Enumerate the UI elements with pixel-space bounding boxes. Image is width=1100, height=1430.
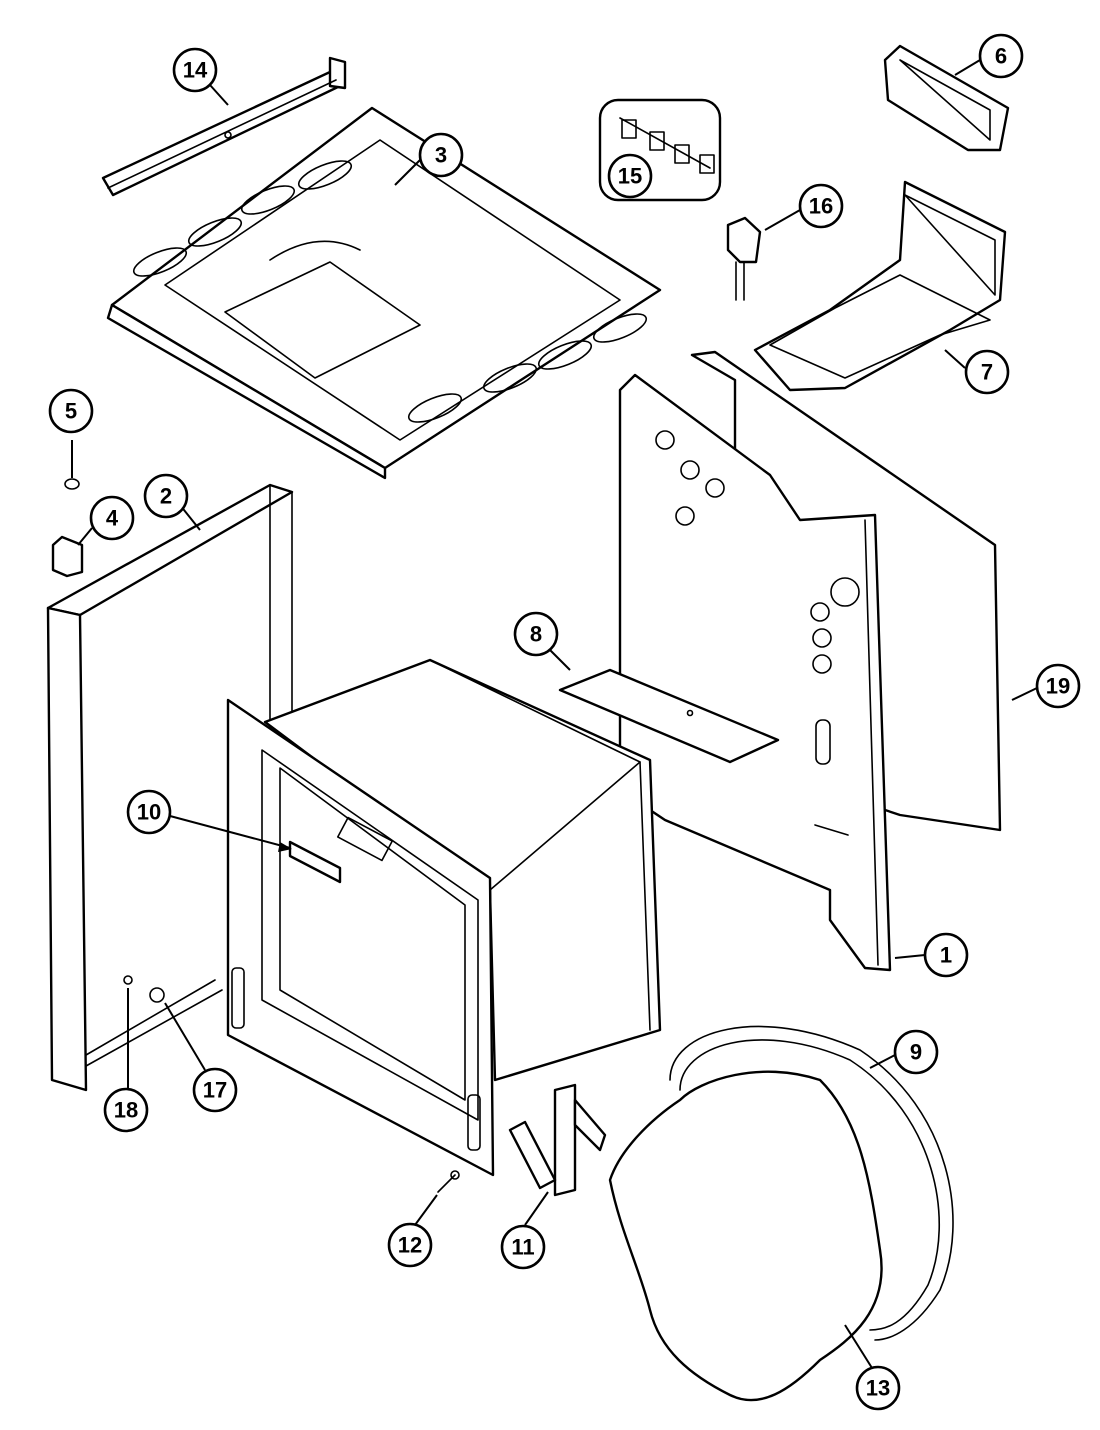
part-4-bracket <box>51 535 84 578</box>
callout-4-label: 4 <box>106 506 119 531</box>
part-14-top-rail <box>101 56 347 197</box>
callouts: 14 3 6 15 16 7 5 2 4 8 <box>48 33 1081 1411</box>
part-11-hinge <box>508 1083 607 1197</box>
callout-10-label: 10 <box>137 800 161 825</box>
callout-15-bubble <box>607 153 653 199</box>
callout-17-label: 17 <box>203 1078 227 1103</box>
part-2-door-frame <box>46 483 294 1092</box>
part-5-screw <box>64 440 80 490</box>
callout-3-label: 3 <box>435 143 447 168</box>
callout-6-label: 6 <box>995 44 1007 69</box>
callout-18-label: 18 <box>114 1098 138 1123</box>
oven-front-frame <box>226 698 495 1177</box>
part-8-plate <box>558 668 780 764</box>
callout-11-label: 11 <box>511 1235 534 1260</box>
part-1-side-panel <box>618 373 892 972</box>
part-17-18-fasteners <box>123 975 165 1003</box>
callout-15-label: 15 <box>618 164 642 189</box>
callout-6-bubble <box>978 33 1024 79</box>
callout-12-label: 12 <box>398 1233 422 1258</box>
callout-13-bubble <box>855 1365 901 1411</box>
part-6-trim <box>883 44 1010 152</box>
callout-9-label: 9 <box>910 1040 922 1065</box>
callout-18-bubble <box>103 1087 149 1133</box>
part-3-cooktop-pan <box>106 106 662 480</box>
callout-9-bubble <box>893 1029 939 1075</box>
callout-5-label: 5 <box>65 399 77 424</box>
callout-7-bubble <box>964 349 1010 395</box>
callout-5-bubble <box>48 388 94 434</box>
callout-4-bubble <box>89 495 135 541</box>
callout-2-bubble <box>143 473 189 519</box>
part-12-screw <box>437 1170 460 1193</box>
part-16-switch <box>726 216 762 301</box>
callout-14-label: 14 <box>183 58 208 83</box>
part-9-door-seal <box>669 1025 954 1341</box>
callout-2-label: 2 <box>160 484 172 509</box>
callout-1-bubble <box>923 932 969 978</box>
callout-8-label: 8 <box>530 622 542 647</box>
part-13-insulation <box>608 1070 883 1402</box>
callout-1-label: 1 <box>940 943 952 968</box>
callout-10-bubble <box>126 789 172 835</box>
part-10-label <box>288 840 342 884</box>
callout-8-bubble <box>513 611 559 657</box>
callout-13-label: 13 <box>866 1376 890 1401</box>
callout-12-bubble <box>387 1222 433 1268</box>
callout-14-bubble <box>172 47 218 93</box>
callout-16-bubble <box>798 183 844 229</box>
callout-7-label: 7 <box>981 360 993 385</box>
callout-16-label: 16 <box>809 194 833 219</box>
callout-19-label: 19 <box>1046 674 1070 699</box>
callout-11-bubble <box>500 1224 546 1270</box>
callout-19-bubble <box>1035 663 1081 709</box>
part-7-vent-duct <box>753 180 1007 392</box>
callout-3-bubble <box>418 132 464 178</box>
callout-17-bubble <box>192 1067 238 1113</box>
